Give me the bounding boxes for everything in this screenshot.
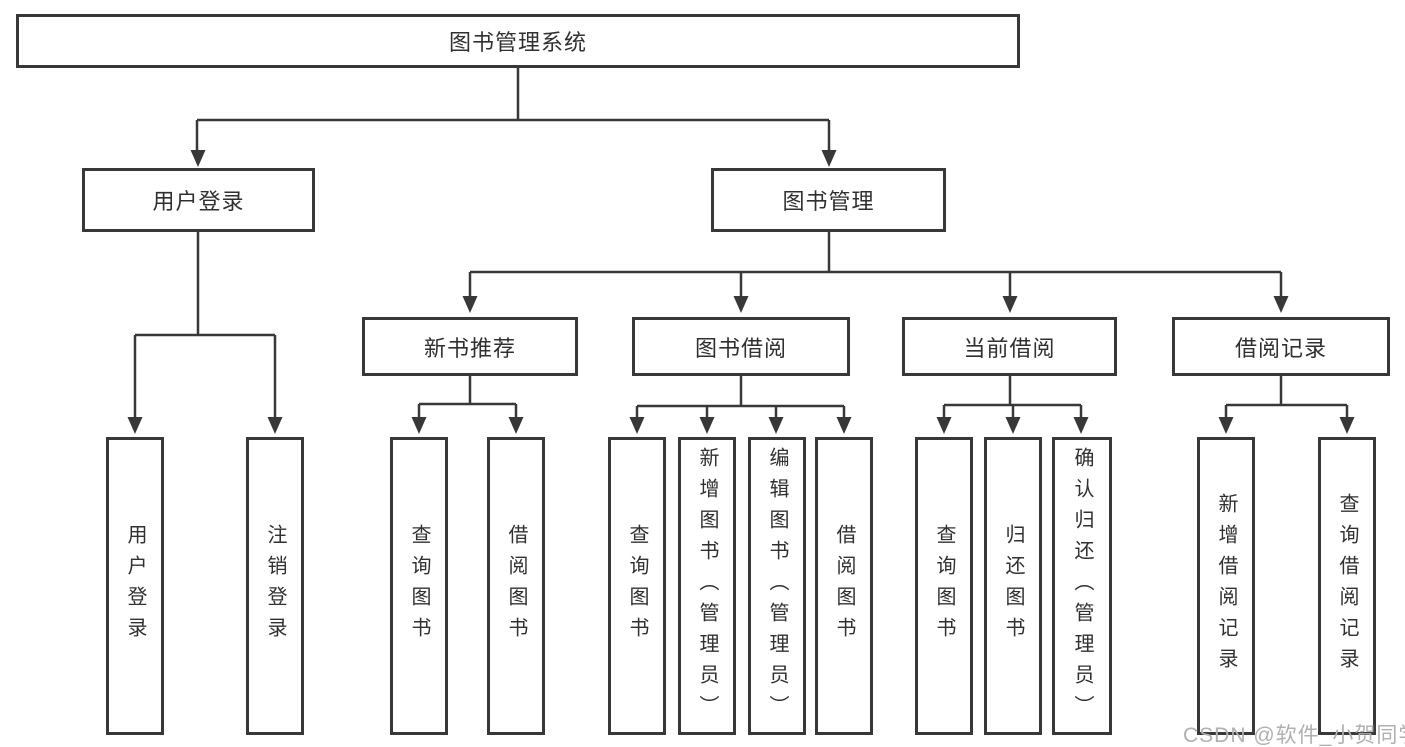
node-label: 查询图书: [933, 524, 955, 648]
connector-root-to-level2: [195, 68, 831, 154]
connector-current-borrow-branch: [942, 376, 1083, 421]
arrow-icon: [411, 417, 427, 434]
arrow-icon: [1002, 296, 1018, 313]
node-label: 新增借阅记录: [1215, 493, 1237, 679]
node-book-borrowing: 图书借阅: [632, 317, 850, 376]
leaf-query-books-recommend: 查询图书: [390, 437, 448, 735]
node-label: 图书借阅: [694, 335, 787, 361]
node-new-book-recommendation: 新书推荐: [362, 317, 578, 376]
arrow-icon: [1339, 417, 1355, 434]
arrow-icon: [1005, 417, 1021, 434]
leaf-borrow-books: 借阅图书: [815, 437, 873, 735]
arrow-icon: [462, 296, 478, 313]
node-current-borrowing: 当前借阅: [902, 317, 1117, 376]
leaf-confirm-return-admin: 确认归还（管理员）: [1052, 437, 1112, 735]
node-label: 新增图书（管理员）: [696, 446, 718, 726]
leaf-query-books-current: 查询图书: [915, 437, 973, 735]
node-label: 归还图书: [1002, 524, 1024, 648]
leaf-add-books-admin: 新增图书（管理员）: [678, 437, 736, 735]
node-label: 编辑图书（管理员）: [766, 446, 788, 726]
arrow-icon: [821, 150, 837, 167]
arrow-icon: [629, 417, 645, 434]
leaf-logout: 注销登录: [246, 437, 304, 735]
leaf-add-borrow-record: 新增借阅记录: [1197, 437, 1255, 735]
arrow-icon: [768, 417, 784, 434]
leaf-edit-books-admin: 编辑图书（管理员）: [748, 437, 806, 735]
node-label: 查询图书: [626, 524, 648, 648]
node-label: 用户登录: [152, 189, 245, 214]
node-label: 查询图书: [408, 524, 430, 648]
node-label: 当前借阅: [963, 335, 1056, 361]
leaf-user-login: 用户登录: [106, 437, 164, 735]
connector-book-management-branch: [468, 232, 1283, 300]
node-label: 借阅图书: [505, 524, 527, 648]
arrow-icon: [1073, 417, 1089, 434]
node-label: 查询借阅记录: [1336, 493, 1358, 679]
node-label: 借阅图书: [833, 524, 855, 648]
connector-user-login-branch: [133, 232, 277, 421]
arrow-icon: [508, 417, 524, 434]
arrow-icon: [1273, 296, 1289, 313]
node-root-system: 图书管理系统: [16, 14, 1020, 68]
arrow-icon: [1218, 417, 1234, 434]
node-label: 新书推荐: [423, 335, 516, 361]
node-book-management: 图书管理: [711, 168, 946, 232]
arrow-icon: [936, 417, 952, 434]
arrow-icon: [127, 417, 143, 434]
leaf-borrow-books-recommend: 借阅图书: [487, 437, 545, 735]
leaf-query-books-borrowing: 查询图书: [608, 437, 666, 735]
node-label: 图书管理: [782, 189, 875, 214]
arrowheads: [127, 150, 1355, 434]
node-borrowing-records: 借阅记录: [1172, 317, 1390, 376]
node-user-login: 用户登录: [82, 168, 315, 232]
connector-book-borrow-branch: [635, 376, 846, 421]
leaf-return-books: 归还图书: [984, 437, 1042, 735]
connector-borrow-record-branch: [1224, 376, 1349, 421]
arrow-icon: [190, 150, 206, 167]
arrow-icon: [267, 417, 283, 434]
arrow-icon: [699, 417, 715, 434]
node-label: 注销登录: [264, 524, 286, 648]
node-label: 借阅记录: [1234, 335, 1327, 361]
arrow-icon: [733, 296, 749, 313]
node-label: 确认归还（管理员）: [1071, 446, 1093, 726]
connector-new-book-branch: [417, 376, 518, 421]
arrow-icon: [836, 417, 852, 434]
leaf-query-borrow-record: 查询借阅记录: [1318, 437, 1376, 735]
node-label: 用户登录: [124, 524, 146, 648]
node-label: 图书管理系统: [448, 30, 587, 55]
csdn-watermark: CSDN @软件_小贺同学: [1183, 724, 1405, 747]
